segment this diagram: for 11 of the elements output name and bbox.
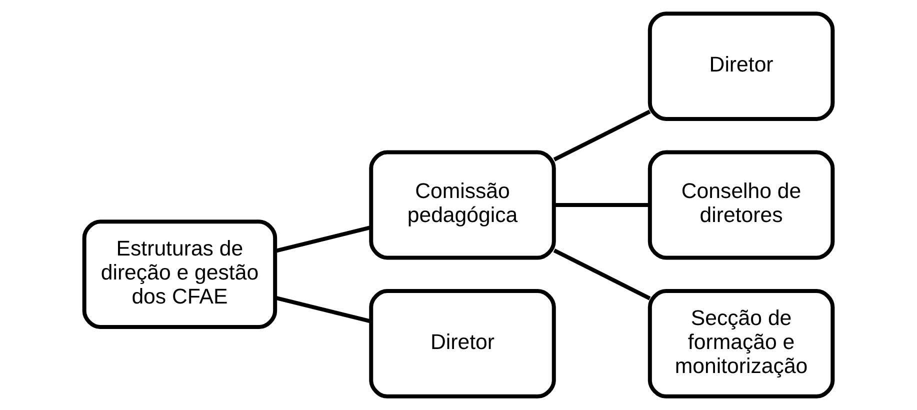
connector (554, 203, 650, 207)
node-box: Estruturas de direção e gestão dos CFAE (82, 220, 278, 330)
connector (553, 248, 651, 300)
connector (274, 296, 372, 324)
node-box: Comissão pedagógica (369, 150, 556, 260)
node-box: Conselho de diretores (648, 150, 835, 260)
node-box: Diretor (648, 12, 835, 121)
connector (553, 110, 651, 162)
connector (274, 225, 372, 254)
node-box: Secção de formação e monitorização (648, 289, 835, 398)
node-box: Diretor (369, 289, 556, 398)
